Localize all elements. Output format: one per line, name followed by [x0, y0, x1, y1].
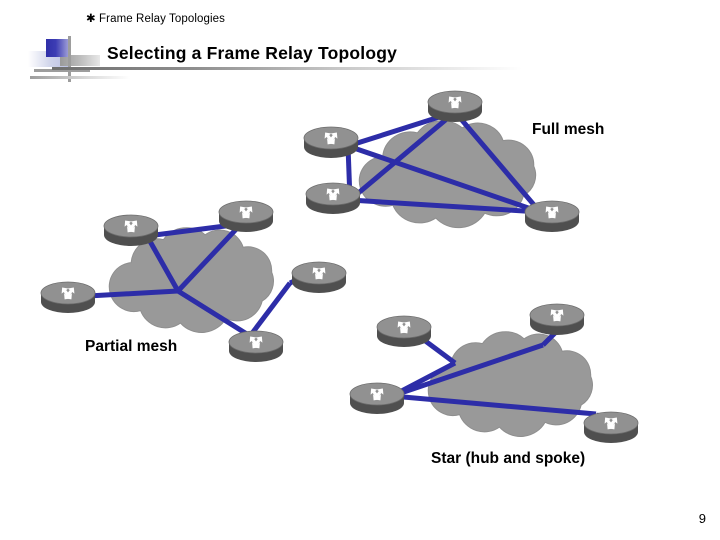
topology-full-mesh [303, 90, 580, 233]
slide-kicker: ✱ Frame Relay Topologies [86, 13, 226, 25]
link-pm-lower-right [248, 281, 292, 338]
router-pm-upper-left[interactable] [103, 214, 159, 247]
router-fm-right[interactable] [524, 200, 580, 233]
topology-partial-mesh [40, 200, 347, 363]
link-fm-top-leftlower [348, 110, 457, 202]
router-fm-left-lower[interactable] [305, 182, 361, 215]
router-pm-upper-right[interactable] [218, 200, 274, 233]
router-fm-top[interactable] [427, 90, 483, 123]
router-star-spoke-lower-right[interactable] [583, 411, 639, 444]
router-fm-left-upper[interactable] [303, 126, 359, 159]
cloud-star [427, 331, 593, 437]
link-star-hub-lowerright-seg1 [391, 393, 597, 417]
router-pm-far-left[interactable] [40, 281, 96, 314]
decoration-blue-square [46, 39, 68, 57]
router-pm-lower[interactable] [228, 330, 284, 363]
page-title: Selecting a Frame Relay Topology [107, 43, 398, 63]
title-underline [52, 67, 522, 70]
page-number: 9 [698, 511, 706, 526]
slide-decoration [28, 36, 106, 82]
label-star: Star (hub and spoke) [431, 450, 586, 467]
link-pm-hub-lower [176, 288, 252, 339]
router-pm-right[interactable] [291, 261, 347, 294]
title-underline-secondary [30, 76, 130, 79]
decoration-vertical-line [68, 36, 71, 82]
link-fm-leftlower-right [349, 197, 541, 215]
link-pm-farleft-hub [87, 288, 179, 299]
links-full-mesh [345, 109, 542, 215]
link-fm-leftupper-right [347, 143, 541, 215]
router-star-hub[interactable] [349, 382, 405, 415]
link-star-hub-upperright-seg1 [391, 342, 544, 399]
link-fm-top-right [453, 110, 542, 214]
decoration-gray-bar [60, 55, 100, 66]
router-star-spoke-upper-left[interactable] [376, 315, 432, 348]
topology-star [349, 303, 639, 444]
label-partial-mesh: Partial mesh [85, 338, 178, 355]
label-full-mesh: Full mesh [532, 121, 605, 138]
link-pm-hub-upperright [176, 222, 243, 293]
link-pm-hub-upperleft [144, 234, 181, 293]
router-star-spoke-upper-right[interactable] [529, 303, 585, 336]
decoration-horizontal-line [34, 69, 90, 72]
